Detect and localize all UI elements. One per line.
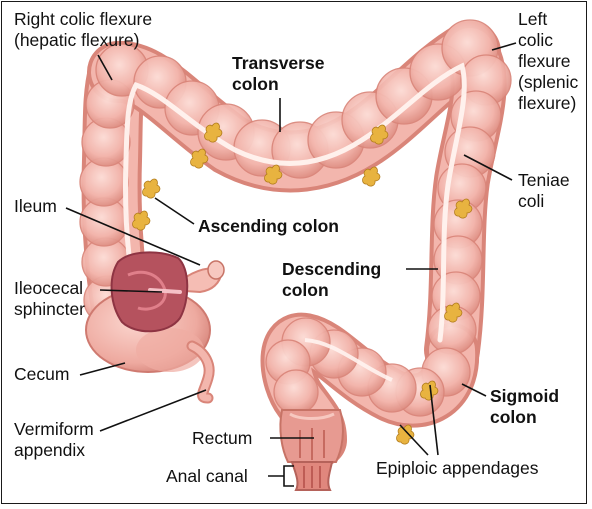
label-anal-canal: Anal canal [166,466,248,487]
leader-appendix [100,390,206,431]
label-right-colic-flexure: Right colic flexure (hepatic flexure) [14,9,152,51]
label-cecum: Cecum [14,364,69,385]
anal-canal-shape [292,462,332,490]
label-ileocecal-sphincter: Ileocecal sphincter [14,278,85,320]
epiploic-appendage [143,179,160,198]
haustrum [274,370,318,414]
rectum-shape [280,410,343,462]
label-rectum: Rectum [192,428,252,449]
label-ascending-colon: Ascending colon [198,216,339,237]
label-transverse-colon: Transverse colon [232,53,324,95]
leader-cecum [80,363,125,375]
leader-anal-canal [268,466,294,486]
label-left-colic-flexure: Left colic flexure (splenic flexure) [518,9,578,114]
label-ileum: Ileum [14,196,57,217]
label-teniae-coli: Teniae coli [518,170,570,212]
label-vermiform-appendix: Vermiform appendix [14,419,94,461]
epiploic-appendage [397,425,414,444]
label-sigmoid-colon: Sigmoid colon [490,386,559,428]
label-epiploic-appendages: Epiploic appendages [376,458,539,479]
label-descending-colon: Descending colon [282,259,381,301]
vermiform-appendix-shape [192,346,209,398]
leader-ascending [155,198,194,224]
